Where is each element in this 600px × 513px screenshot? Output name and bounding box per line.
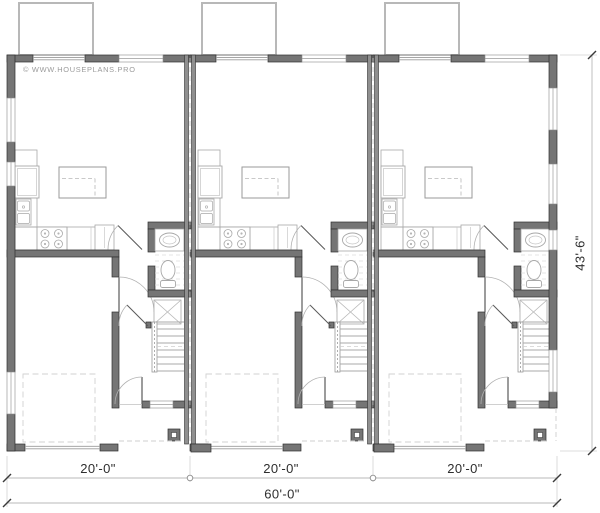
dimension-ticks	[2, 473, 562, 508]
unit3-width-label: 20'-0"	[447, 461, 483, 476]
unit-3-plan	[372, 2, 558, 452]
width-dimensions: 20'-0" 20'-0" 20'-0" 60'-0"	[2, 456, 562, 508]
right-exterior-wall	[548, 54, 558, 441]
left-exterior-wall	[6, 54, 16, 452]
total-width-label: 60'-0"	[264, 487, 300, 502]
right-wall-windows	[548, 87, 558, 393]
depth-label: 43'-6"	[573, 235, 588, 271]
unit1-width-label: 20'-0"	[80, 461, 116, 476]
unit2-width-label: 20'-0"	[263, 461, 299, 476]
party-wall-1	[184, 54, 212, 453]
watermark-text: © WWW.HOUSEPLANS.PRO	[23, 65, 136, 74]
unit-2-plan	[189, 2, 375, 452]
left-wall-windows	[6, 97, 16, 415]
party-wall-2	[367, 54, 395, 453]
depth-dimension: 43'-6"	[560, 50, 597, 456]
